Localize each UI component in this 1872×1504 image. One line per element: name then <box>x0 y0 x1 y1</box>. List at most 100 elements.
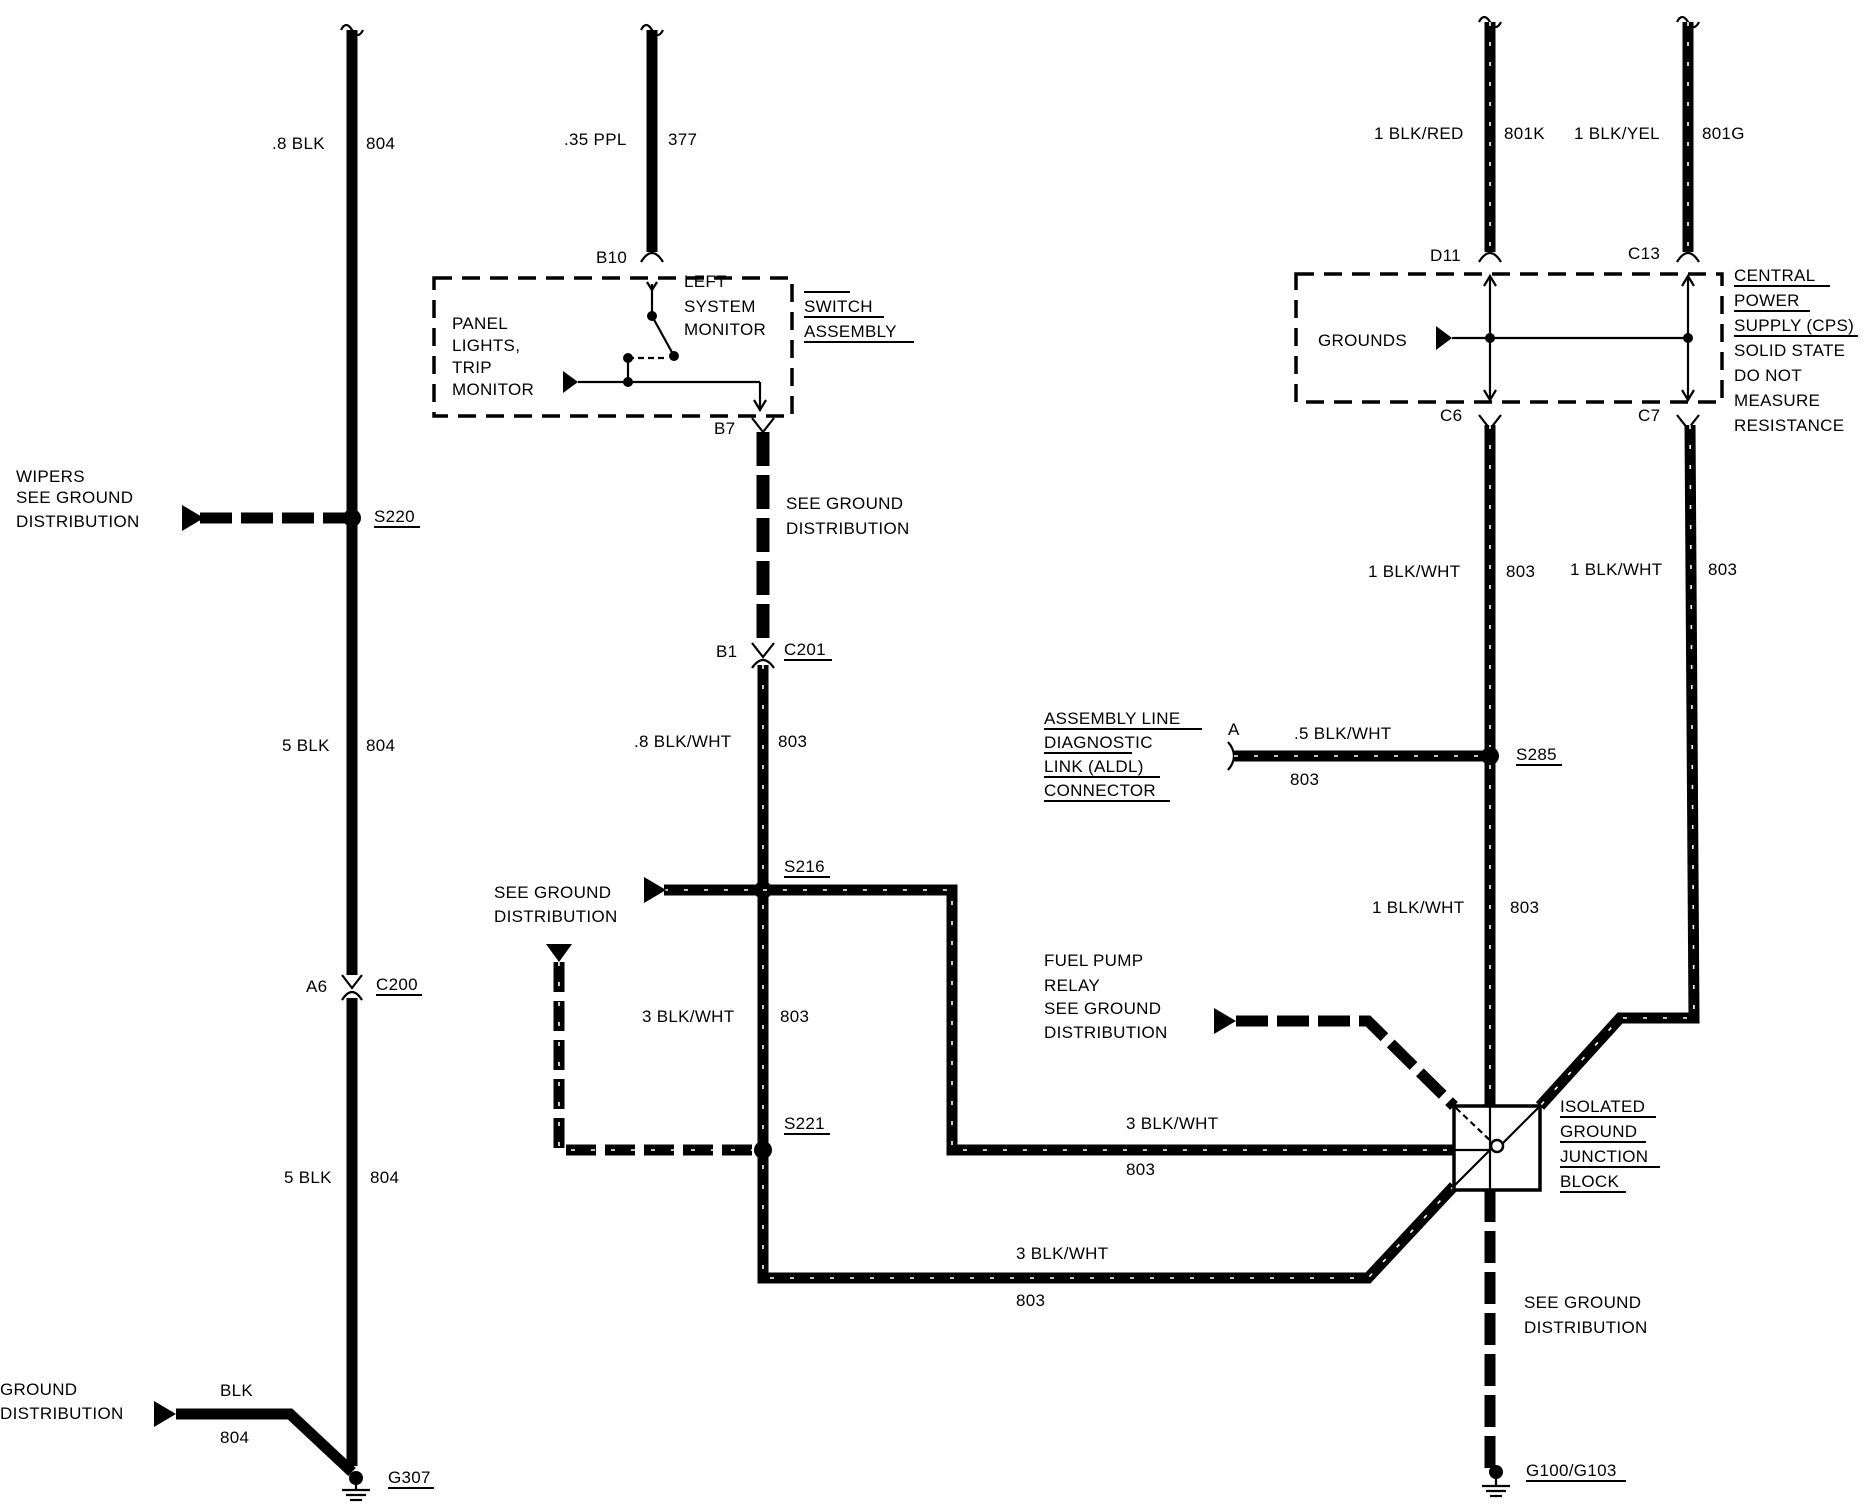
circuit-number-label: 803 <box>780 1007 809 1026</box>
pin-arrow-icon <box>1483 389 1497 403</box>
ground-dist-line2: DISTRIBUTION <box>0 1404 124 1423</box>
center-section: 3 BLK/WHT 803 3 BLK/WHT 803 ASSEMBLY LIN… <box>1016 709 1490 1310</box>
connector-c200-label: C200 <box>376 975 418 994</box>
wire-hatch <box>558 962 763 1151</box>
pin-b7-label: B7 <box>714 419 735 438</box>
switch-assembly-line1: LEFT <box>684 272 727 291</box>
wire-gauge-label: 1 BLK/WHT <box>1368 562 1460 581</box>
ground-dist-loop-dashed <box>553 962 763 1156</box>
cps-label-line5: DO NOT <box>1734 366 1802 385</box>
connector-male-icon <box>1227 741 1236 771</box>
see-ground-line2: DISTRIBUTION <box>1524 1318 1648 1337</box>
pin-arrow-icon <box>753 399 767 413</box>
ground-arrow-icon <box>546 944 572 962</box>
wire-hatch <box>762 665 1455 1279</box>
junction-dot <box>1485 333 1495 343</box>
ground-dist-line1: GROUND <box>0 1380 77 1399</box>
wire-gauge-label: 1 BLK/YEL <box>1574 124 1660 143</box>
see-ground-line1: SEE GROUND <box>1524 1293 1641 1312</box>
cps-label-line1: CENTRAL <box>1734 266 1815 285</box>
panel-lights-line2: LIGHTS, <box>452 336 520 355</box>
aldl-label-line3: LINK (ALDL) <box>1044 757 1144 776</box>
switch-assembly-line3: ASSEMBLY <box>804 322 897 341</box>
input-arrow-icon <box>563 371 578 393</box>
panel-lights-line3: TRIP <box>452 358 492 377</box>
splice-dot <box>754 1141 772 1159</box>
junction-label-line2: GROUND <box>1560 1122 1637 1141</box>
connector-female-icon <box>751 642 775 659</box>
junction-label-line4: BLOCK <box>1560 1172 1619 1191</box>
wire-gauge-label: .5 BLK/WHT <box>1294 724 1391 743</box>
ground-arrow-icon <box>1214 1008 1236 1034</box>
see-ground-line2: DISTRIBUTION <box>786 519 910 538</box>
pin-a6-label: A6 <box>306 977 327 996</box>
circuit-number-label: 804 <box>366 134 395 153</box>
wire-803-upper-loop <box>763 884 1458 1156</box>
circuit-number-label: 803 <box>1016 1291 1045 1310</box>
connector-male-icon <box>640 251 664 263</box>
pin-b10-label: B10 <box>596 248 627 267</box>
fuel-pump-ground-wire <box>1236 1015 1458 1110</box>
circuit-number-label: 803 <box>1510 898 1539 917</box>
ground-arrow-icon <box>1436 326 1452 350</box>
see-ground-left-line2: DISTRIBUTION <box>494 907 618 926</box>
junction-dot <box>1683 333 1693 343</box>
ground-point-dot <box>349 1471 363 1485</box>
wire-gauge-label: .35 PPL <box>564 130 627 149</box>
aldl-label-line4: CONNECTOR <box>1044 781 1156 800</box>
splice-s285-label: S285 <box>1516 745 1557 764</box>
switch-blade <box>651 315 675 357</box>
switch-contact-dot <box>623 377 633 387</box>
ground-icon <box>342 1488 370 1502</box>
ground-arrow-icon <box>644 877 666 903</box>
connector-c201-label: C201 <box>784 640 826 659</box>
fuel-pump-line1: FUEL PUMP <box>1044 951 1143 970</box>
panel-lights-line1: PANEL <box>452 314 508 333</box>
pin-arrow-icon <box>1681 273 1695 287</box>
switch-contact-dot <box>669 351 679 361</box>
pin-arrow-icon <box>1483 273 1497 287</box>
wire-gauge-label: .8 BLK/WHT <box>634 732 731 751</box>
aldl-pin-label: A <box>1228 720 1240 739</box>
circuit-number-label: 803 <box>1708 560 1737 579</box>
wire-gauge-label: 5 BLK <box>284 1168 332 1187</box>
cps-label-line6: MEASURE <box>1734 391 1820 410</box>
connector-female-icon <box>341 974 363 990</box>
column-1-circuit: .8 BLK 804 WIPERS SEE GROUND DISTRIBUTIO… <box>0 23 434 1502</box>
wipers-label-line2: SEE GROUND <box>16 488 133 507</box>
system-monitor-line1: SYSTEM <box>684 297 756 316</box>
grounds-label: GROUNDS <box>1318 331 1407 350</box>
wire-gauge-label: 3 BLK/WHT <box>1126 1114 1218 1133</box>
splice-dot <box>343 509 361 527</box>
cps-label-line7: RESISTANCE <box>1734 416 1844 435</box>
connector-female-icon <box>751 417 775 434</box>
see-ground-left-line1: SEE GROUND <box>494 883 611 902</box>
circuit-number-label: 804 <box>370 1168 399 1187</box>
junction-label-line3: JUNCTION <box>1560 1147 1648 1166</box>
wipers-label-line1: WIPERS <box>16 467 85 486</box>
cps-label-line4: SOLID STATE <box>1734 341 1845 360</box>
pin-b1-label: B1 <box>716 642 737 661</box>
pin-c6-label: C6 <box>1440 406 1462 425</box>
connector-male-icon <box>1676 251 1700 263</box>
system-monitor-line2: MONITOR <box>684 320 766 339</box>
junction-internal-link <box>1453 1149 1491 1187</box>
connector-male-icon <box>1478 251 1502 263</box>
circuit-number-label: 801G <box>1702 124 1745 143</box>
cps-label-line2: POWER <box>1734 291 1800 310</box>
cps-label-line3: SUPPLY (CPS) <box>1734 316 1854 335</box>
circuit-number-label: 803 <box>1126 1160 1155 1179</box>
pin-c7-label: C7 <box>1638 406 1660 425</box>
left-switch-assembly-box <box>432 276 794 418</box>
circuit-number-label: 377 <box>668 130 697 149</box>
ground-point-dot <box>1489 1465 1503 1479</box>
wire-gauge-label: 5 BLK <box>282 736 330 755</box>
connector-male-icon <box>751 658 775 669</box>
column-4-circuit: 1 BLK/YEL 801G C13 C7 GROUNDS CENTRAL PO… <box>1294 15 1858 1110</box>
circuit-number-label: 803 <box>778 732 807 751</box>
column-2-circuit: .35 PPL 377 B10 LEFT SWITCH ASSEMBLY SYS… <box>432 23 1459 1284</box>
circuit-number-label: 804 <box>366 736 395 755</box>
wire-gauge-label: 1 BLK/RED <box>1374 124 1464 143</box>
circuit-number-label: 803 <box>1506 562 1535 581</box>
